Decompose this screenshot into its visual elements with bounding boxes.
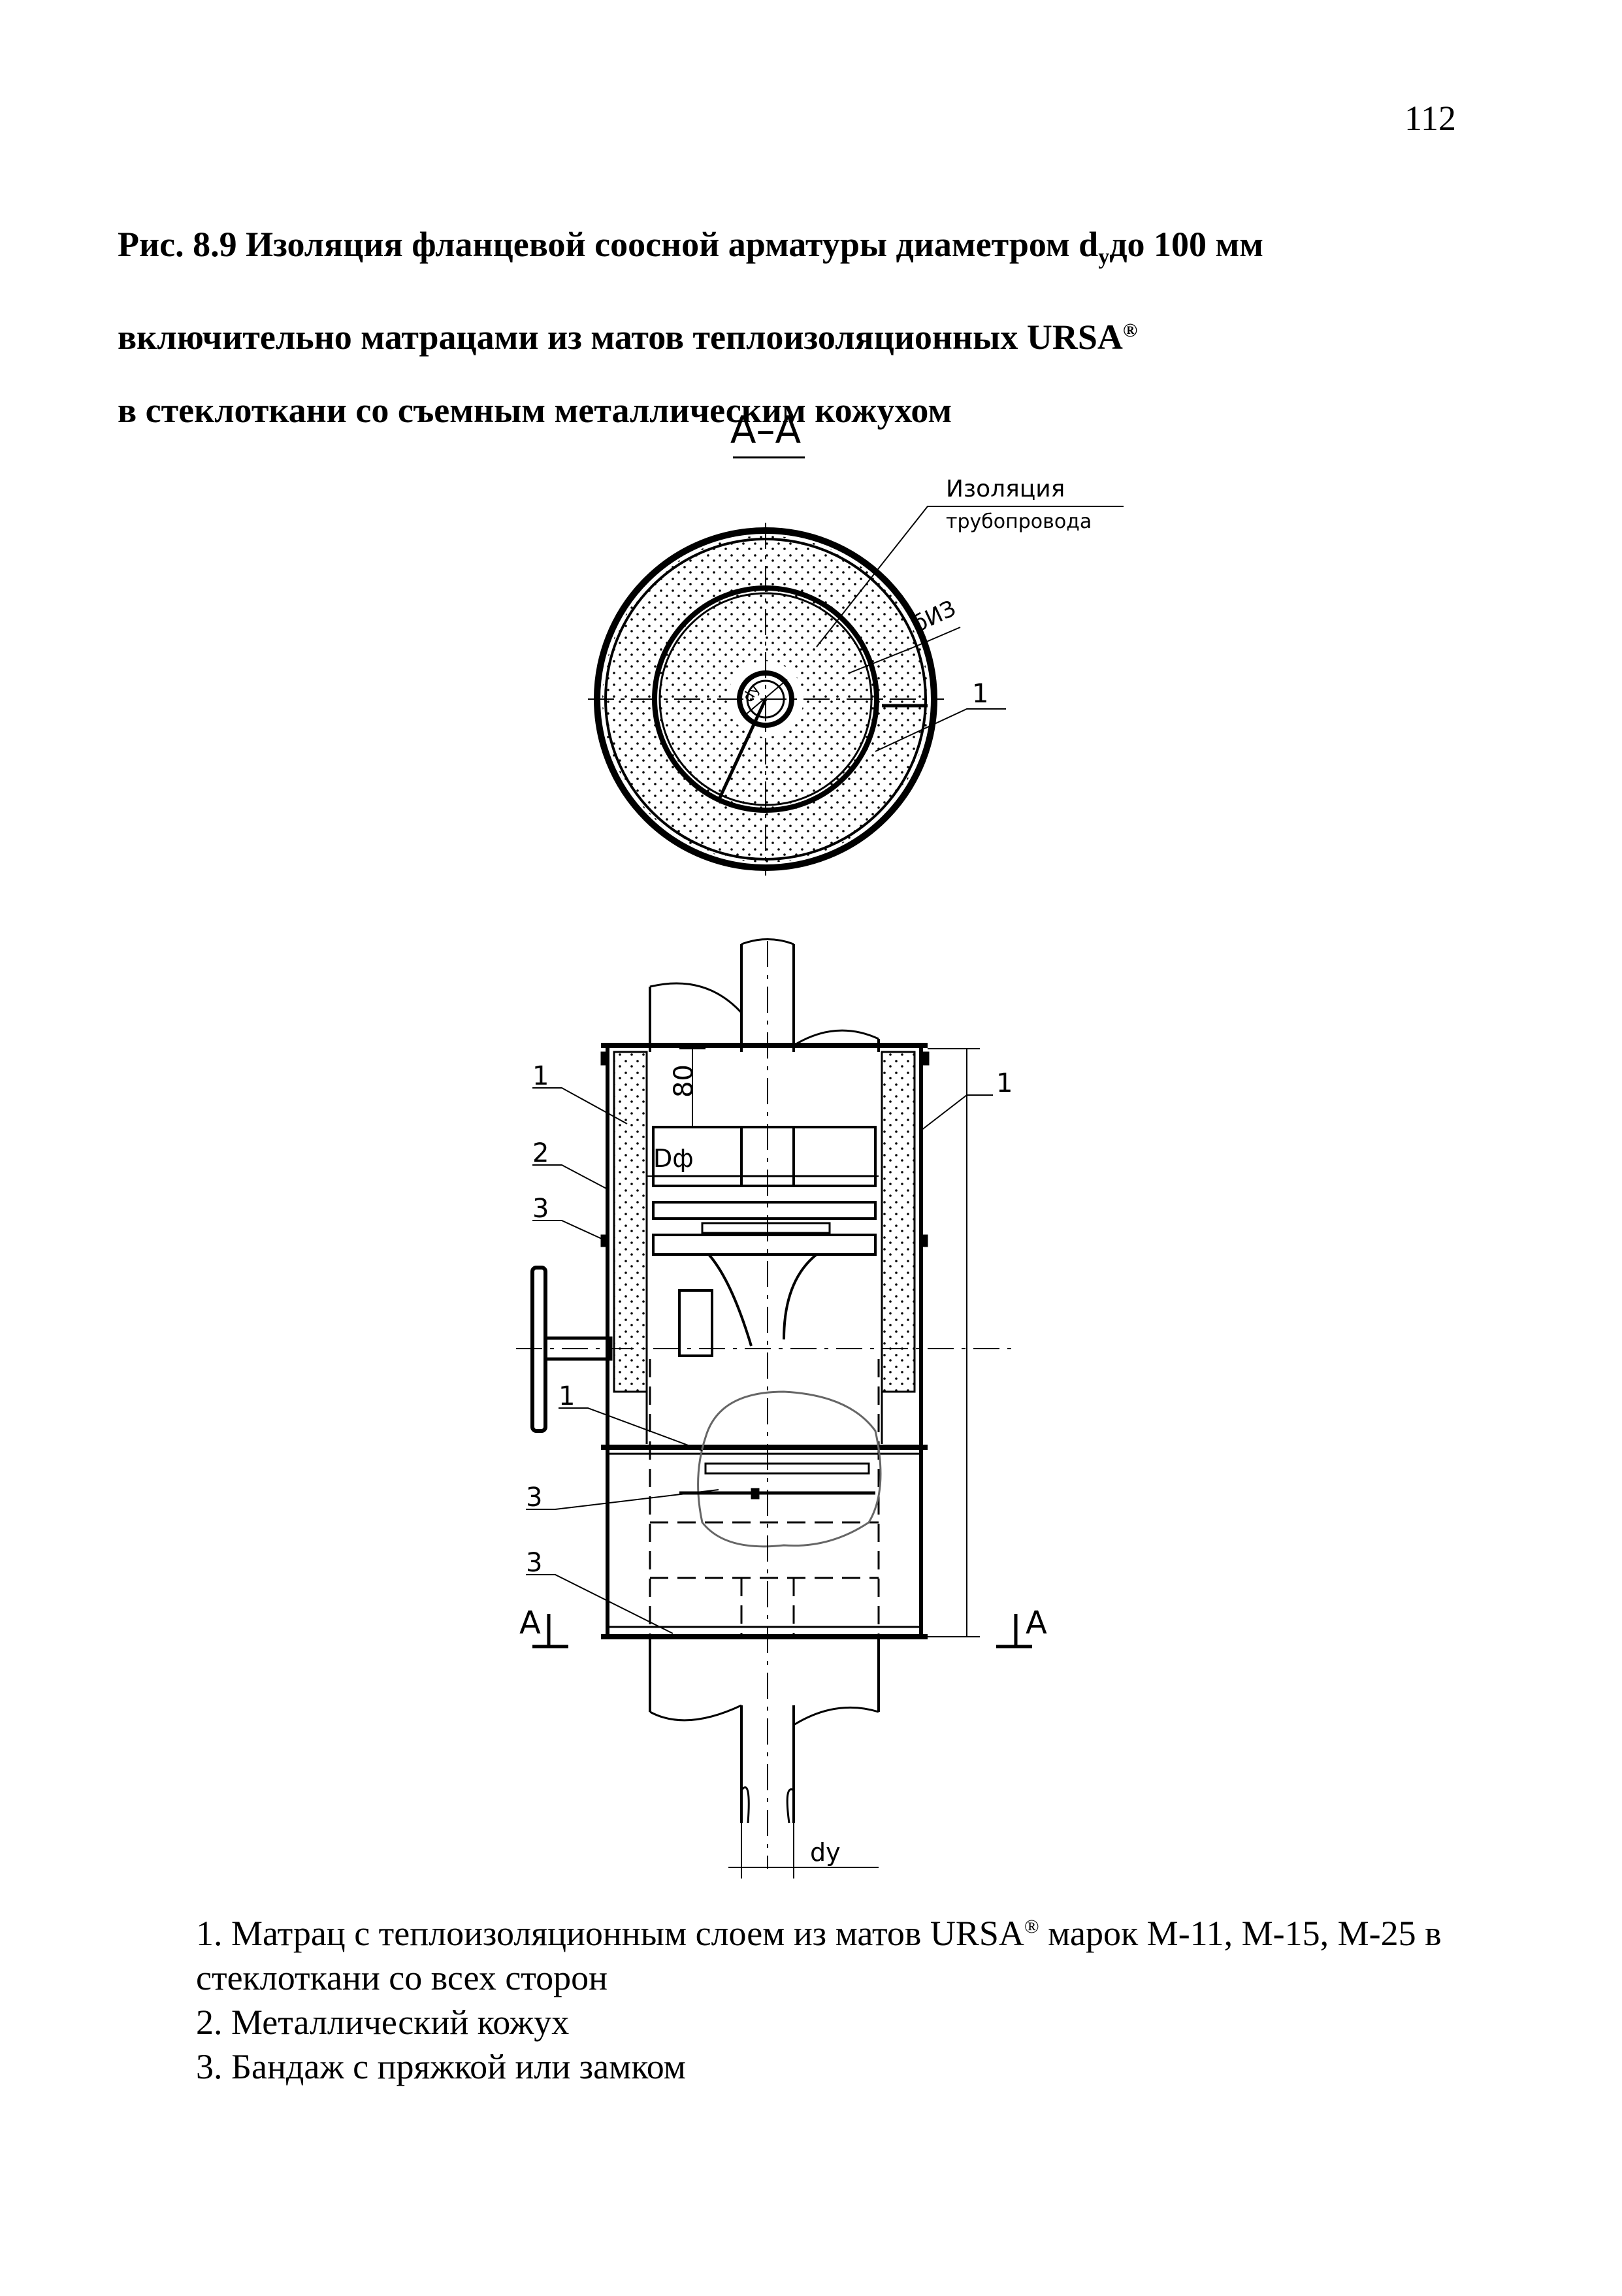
mattress-seam-left [717,698,768,802]
caption-line-2: включительно матрацами из матов теплоизо… [118,317,1138,357]
dim-80-label: 80 [669,1064,699,1098]
thickness-leader [849,627,961,674]
dimension-80 [679,1048,706,1127]
top-pipe [649,938,880,1052]
insulation-right [881,1051,916,1393]
legend: 1. Матрац с теплоизоляционным слоем из м… [196,1905,1535,2089]
section-mark-right-label: А [1026,1605,1047,1641]
callout-1-right: 1 [996,1068,1013,1098]
dy-dimension [728,1823,879,1878]
callout-1-leader-section [875,708,1006,752]
elevation-view: 80 Dф dy А А [516,938,1047,1878]
callout-3-bottom: 3 [526,1548,542,1578]
label-dy: dy [810,1838,841,1867]
callout-3-top: 3 [532,1194,549,1224]
pipe-dim-line [744,679,788,716]
callout-1-top-left: 1 [532,1061,549,1091]
cutaway-outline [697,1390,882,1548]
valve-body-hidden [649,1359,880,1637]
callout-leaders [526,1087,993,1634]
callout-section-1: 1 [972,679,988,709]
band-inner [679,1462,875,1500]
callout-1-middle: 1 [559,1381,575,1411]
insulation-left [613,1051,648,1393]
section-mark-right [996,1614,1032,1648]
overall-height-dim [928,1048,980,1637]
legend-item-3: 3. Бандаж с пряжкой или замком [196,2047,686,2086]
section-mark-left [532,1614,568,1648]
callout-2: 2 [532,1138,549,1168]
legend-item-2: 2. Металлический кожух [196,2003,570,2042]
callout-3-middle: 3 [526,1483,542,1513]
label-insulation-line2: трубопровода [946,510,1092,533]
bottom-pipe [649,1637,880,1824]
page-number: 112 [1404,99,1456,138]
label-thickness: бИЗ [909,595,960,638]
figure-caption: Рис. 8.9 Изоляция фланцевой соосной арма… [118,208,1522,447]
insulation-leader [816,506,1124,648]
label-insulation-line1: Изоляция [946,476,1065,502]
caption-line-3: в стеклоткани со съемным металлическим к… [118,390,952,430]
metal-casing [600,1043,930,1639]
legend-item-1: 1. Матрац с теплоизоляционным слоем из м… [196,1914,1442,1997]
section-view: А–А Изоляция трубопровода [588,408,1124,876]
section-mark-left-label: А [519,1605,541,1641]
section-title: А–А [730,408,802,452]
label-flange-diameter: Dф [653,1144,694,1173]
caption-line-1: Рис. 8.9 Изоляция фланцевой соосной арма… [118,225,1264,269]
